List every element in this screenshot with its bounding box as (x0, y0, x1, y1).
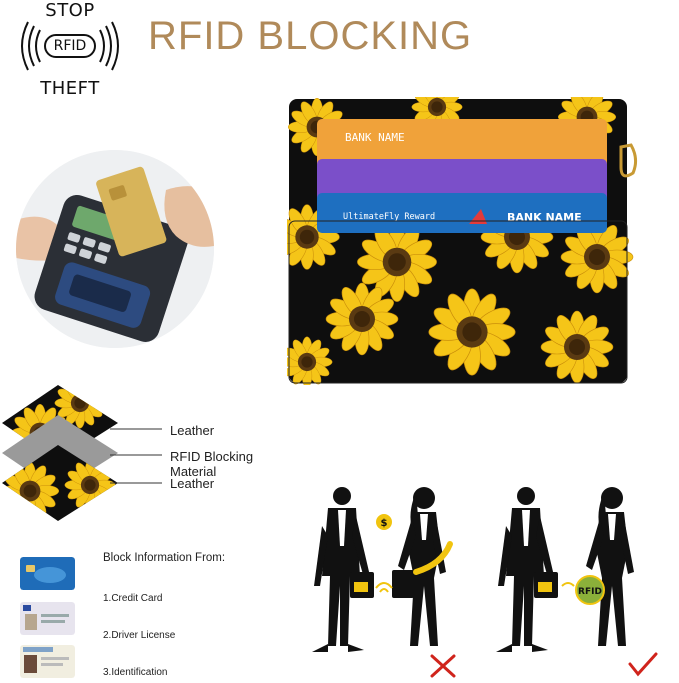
credit-card-icon (20, 557, 75, 590)
block-item-driver-license: 2.Driver License (103, 630, 176, 641)
block-item-credit-card: 1.Credit Card (103, 593, 163, 604)
stop-theft-badge: STOP RFID THEFT (14, 0, 126, 100)
check-icon (628, 652, 658, 677)
layer-diagram: Leather RFID Blocking Material Leather (0, 383, 300, 528)
cross-icon (430, 654, 456, 678)
card-wallet-image: BANK NAME UltimateFly Reward BANK NAME (287, 97, 638, 385)
card3-bank-name: BANK NAME (507, 211, 582, 224)
badge-bottom-text: THEFT (40, 78, 100, 99)
badge-rfid-text: RFID (44, 34, 96, 58)
layer-label-rfid-material: RFID Blocking Material (170, 449, 254, 479)
block-info-heading: Block Information From: (103, 552, 226, 564)
rfid-shield-label: RFID (578, 587, 602, 597)
card3-brand: UltimateFly Reward (343, 212, 435, 222)
page-title: RFID BLOCKING (148, 14, 473, 58)
card1-bank-name: BANK NAME (345, 131, 405, 144)
block-item-identification: 3.Identification (103, 667, 168, 678)
driver-license-icon (20, 602, 75, 635)
layer-label-leather-top: Leather (170, 423, 215, 438)
pickpocket-scenes: $ RFID (312, 487, 658, 678)
card-terminal-photo (16, 150, 214, 348)
identification-card-icon (20, 645, 75, 678)
rfid-waves-icon (21, 21, 119, 71)
layer-label-leather-bottom: Leather (170, 476, 215, 491)
badge-top-text: STOP (45, 0, 95, 21)
money-symbol: $ (381, 518, 388, 529)
